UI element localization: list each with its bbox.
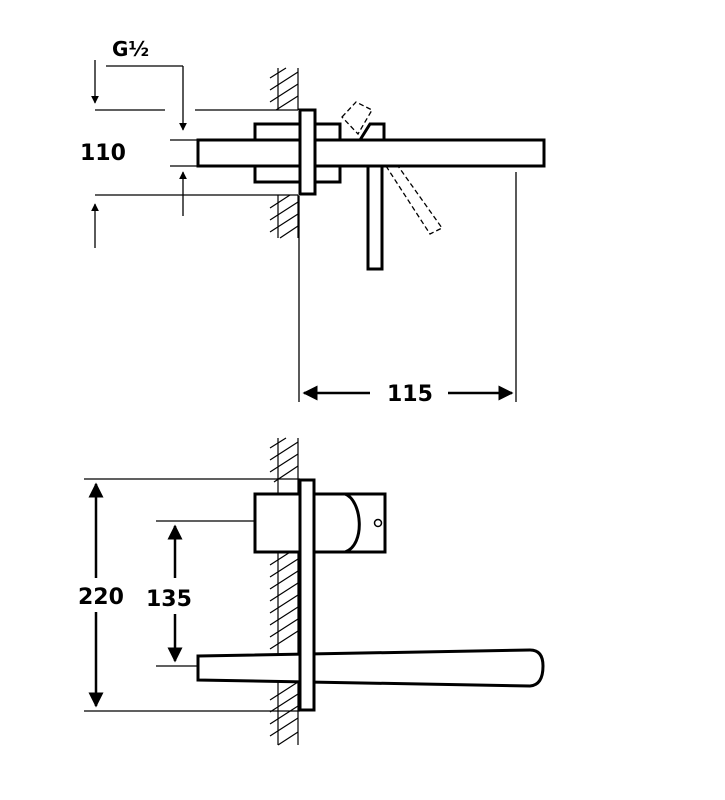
side-view: G½ 110 115	[80, 37, 546, 407]
dim-110-label: 110	[80, 141, 126, 166]
thread-label: G½	[112, 37, 149, 61]
lever-alt-up	[341, 101, 373, 136]
lever-alt-down	[384, 165, 443, 235]
front-cover-plate	[298, 478, 316, 712]
handle-lever	[366, 164, 384, 271]
front-spout	[196, 648, 545, 688]
spout-body	[196, 138, 546, 168]
wall-hatch-lower	[269, 194, 299, 239]
dim-135-label: 135	[146, 587, 192, 612]
indicator-dot	[373, 518, 383, 528]
wall-hatch-upper	[269, 67, 299, 111]
dim-220-label: 220	[78, 585, 124, 610]
front-view: 220 135	[78, 437, 545, 746]
mixer-handle	[344, 492, 387, 554]
cover-plate	[298, 108, 317, 196]
handle-top	[357, 122, 386, 142]
dim-115-label: 115	[387, 382, 433, 407]
wall-hatch-bottom	[269, 437, 299, 746]
